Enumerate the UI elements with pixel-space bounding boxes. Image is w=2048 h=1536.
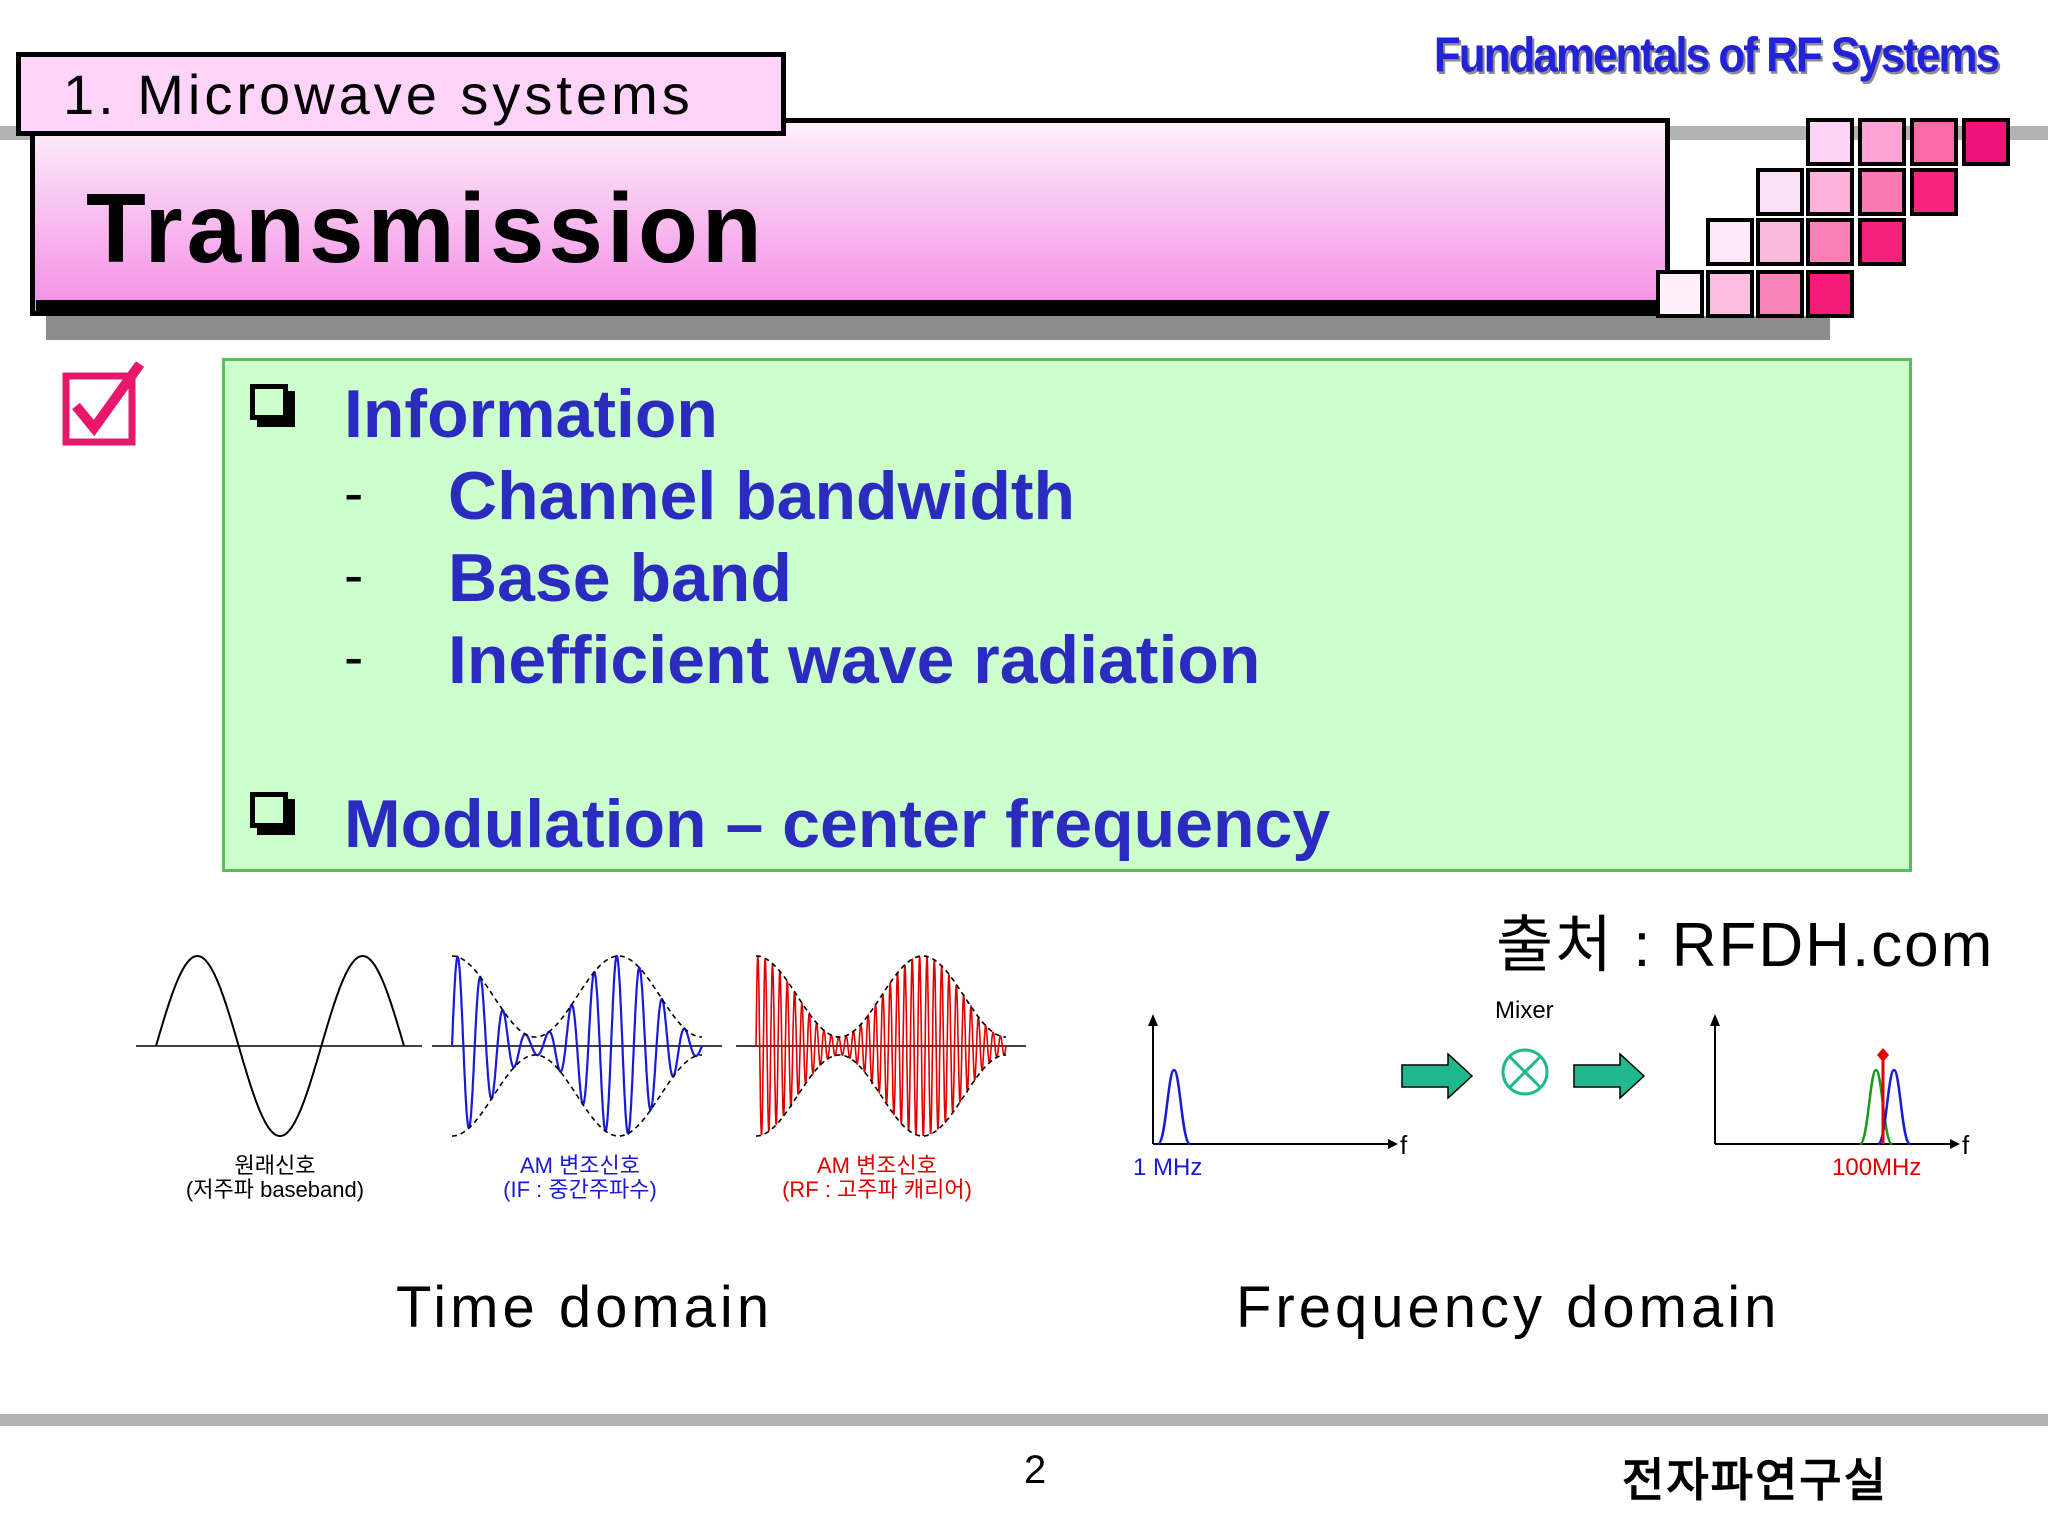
baseband-signal-waveform [136,954,422,1138]
square-bullet-icon [250,384,288,420]
rf-am-signal-waveform [736,954,1026,1137]
baseband-peak [1156,1068,1192,1146]
caption-line: (저주파 baseband) [185,1177,365,1202]
output-freq-label: 100MHz [1832,1154,1921,1181]
sub-item-base-band: Base band [448,540,792,616]
mixer-label: Mixer [1495,997,1554,1024]
axis-arrow [1388,1139,1398,1149]
axis-arrow [1148,1014,1158,1026]
checkbox-checked-icon [62,362,145,446]
freq-axis-label: f [1962,1130,1970,1160]
footer-line [0,1414,2048,1426]
frequency-domain-label: Frequency domain [1236,1275,1781,1340]
carrier-marker [1877,1048,1889,1062]
page-number: 2 [1024,1448,1047,1492]
axis-arrow [1710,1014,1720,1026]
slide-title: Transmission [86,173,766,283]
frequency-domain-figure: f 1 MHz Mixer f 100MHz [1133,997,1970,1181]
caption-line: 원래신호 [234,1153,316,1178]
header-bottom-bar [36,300,1656,312]
signal-caption-baseband: 원래신호 (저주파 baseband) [180,1154,370,1202]
bullet-modulation: Modulation – center frequency [344,786,1331,862]
right-arrow-icon [1573,1052,1646,1100]
section-label: 1. Microwave systems [16,52,786,136]
content-box [222,358,1912,872]
time-domain-figure [136,954,1026,1138]
axis-arrow [1950,1139,1960,1149]
dash-marker: - [344,461,364,526]
header-shadow [46,316,1830,340]
dash-marker: - [344,625,364,690]
lab-name: 전자파연구실 [1622,1454,1888,1506]
square-bullet-icon [250,792,288,828]
caption-line: (IF : 중간주파수) [503,1177,657,1202]
bullet-information: Information [344,376,718,452]
pink-squares-decoration [0,0,2048,330]
freq-axis-label: f [1400,1130,1408,1160]
sub-item-channel-bandwidth: Channel bandwidth [448,458,1076,534]
signal-caption-rf: AM 변조신호 (RF : 고주파 캐리어) [772,1154,982,1202]
if-am-signal-waveform [432,954,722,1137]
header-title-block [30,118,1670,316]
sub-item-inefficient-radiation: Inefficient wave radiation [448,622,1261,698]
signal-caption-if: AM 변조신호 (IF : 중간주파수) [480,1154,680,1202]
source-credit: 출처 : RFDH.com [1496,911,1995,980]
caption-line: (RF : 고주파 캐리어) [782,1177,972,1202]
right-arrow-icon [1401,1052,1474,1100]
brand-title: Fundamentals of RF Systems [1433,28,2000,83]
time-domain-label: Time domain [396,1275,774,1340]
caption-line: AM 변조신호 [519,1153,641,1178]
input-freq-label: 1 MHz [1133,1154,1202,1181]
mixer-icon [1501,1048,1549,1096]
lower-sideband-peak [1858,1068,1894,1146]
caption-line: AM 변조신호 [816,1153,938,1178]
dash-marker: - [344,543,364,608]
